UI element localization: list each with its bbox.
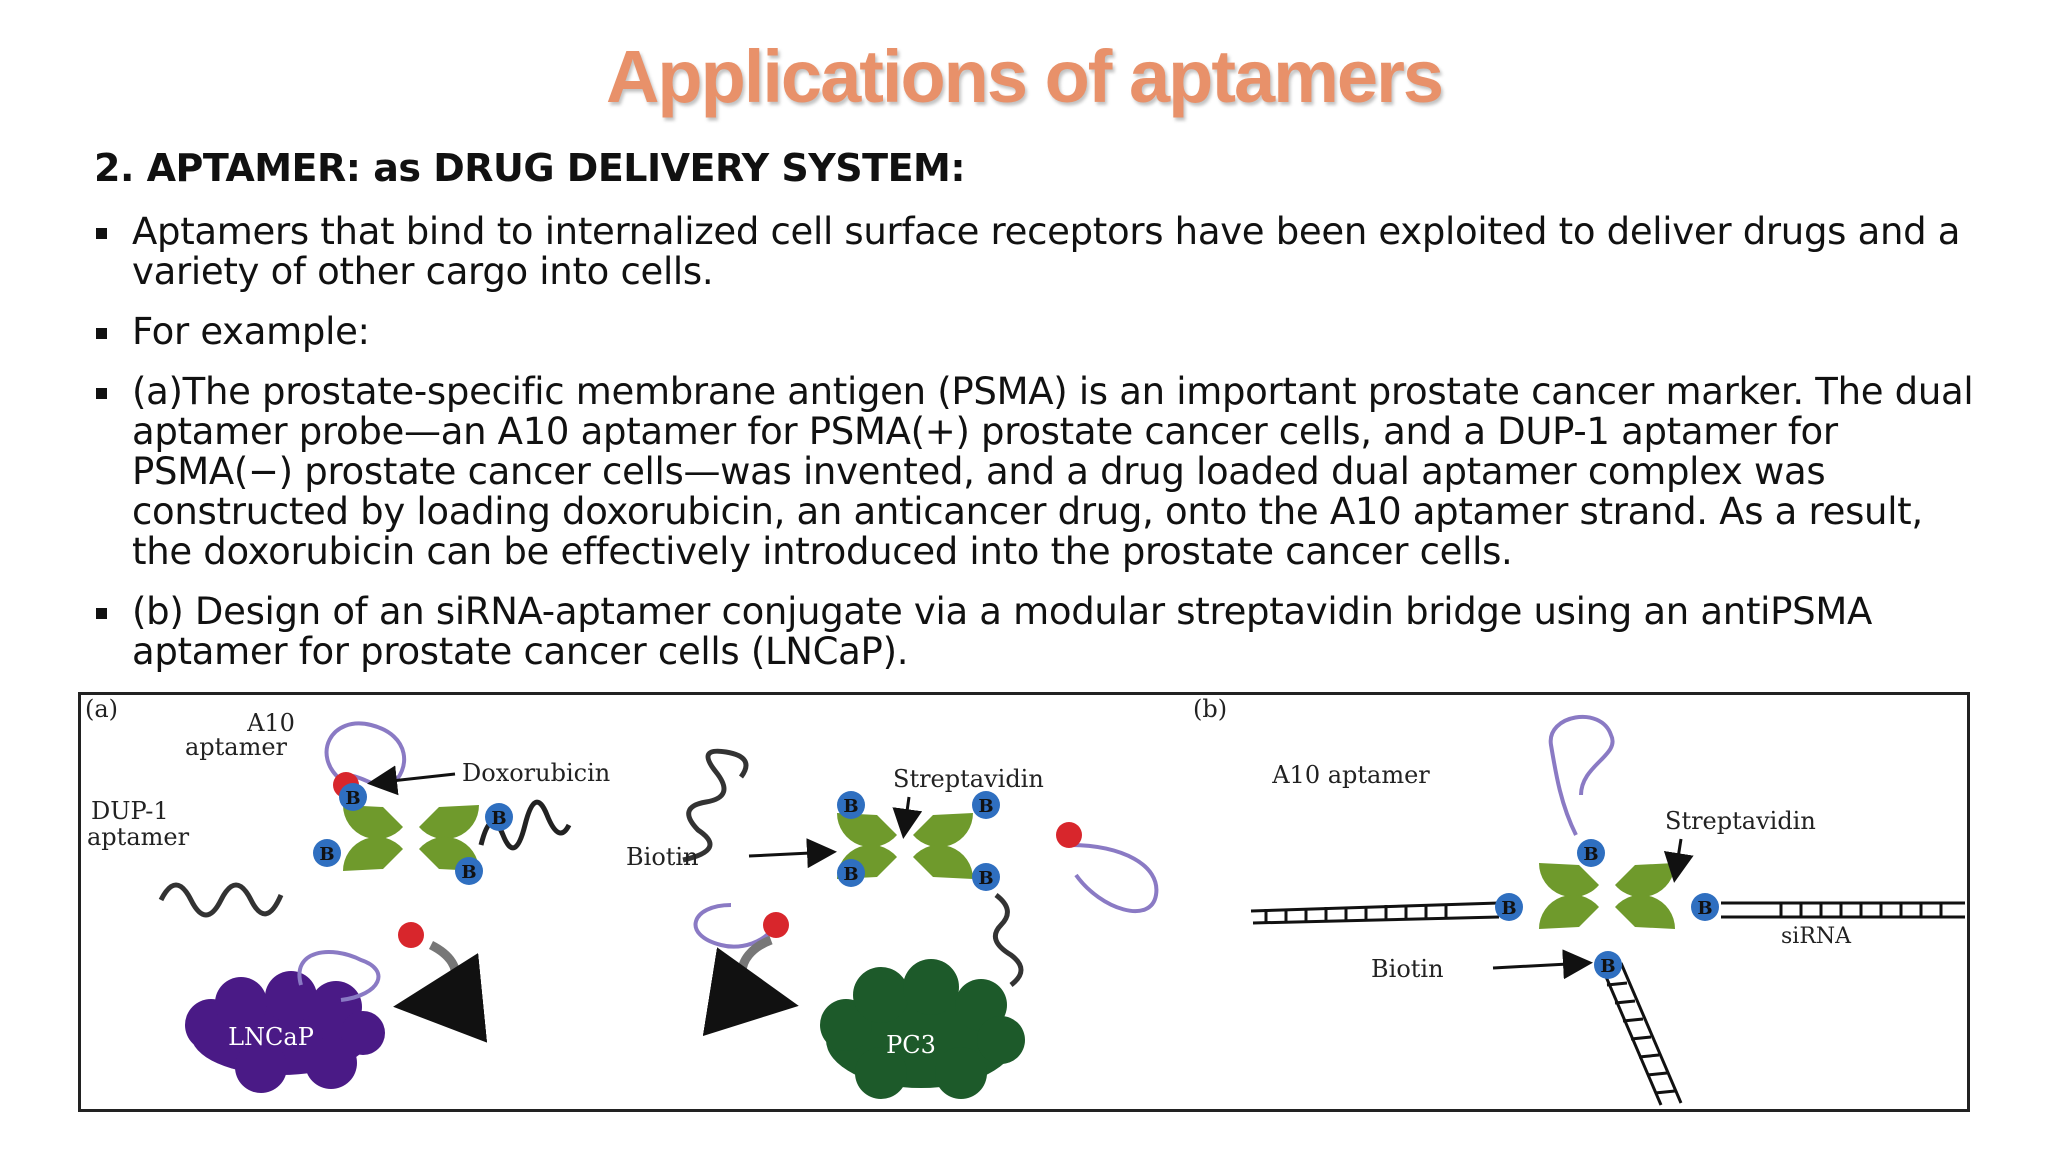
biotin-b-text: B <box>1697 898 1712 919</box>
sirna-ladder-right <box>1721 901 1965 919</box>
biotin-b-text: B <box>1600 956 1615 977</box>
streptavidin-label: Streptavidin <box>893 765 1044 793</box>
panel-b-label: (b) <box>1193 695 1227 723</box>
doxorubicin-label: Doxorubicin <box>462 759 610 787</box>
dup1-aptamer-strand <box>158 882 284 918</box>
drug-strand-2 <box>682 748 749 863</box>
uptake-arrow <box>702 935 799 1036</box>
sirna-ladder-bottom <box>1599 962 1683 1106</box>
biotin-b-text: B <box>1583 844 1598 865</box>
bound-aptamer-loop <box>297 950 381 1002</box>
dup1-aptamer-strand <box>992 893 1024 987</box>
biotin-arrow <box>1492 949 1593 980</box>
bullet-list: Aptamers that bind to internalized cell … <box>96 212 1976 692</box>
biotin-label: Biotin <box>626 843 699 871</box>
biotin-arrow <box>748 838 837 869</box>
pc3-cell <box>820 959 1025 1099</box>
biotin-b-text: B <box>978 868 993 889</box>
streptavidin-complex-a <box>342 805 480 871</box>
bullet-square-icon <box>96 388 107 399</box>
a10-aptamer-loop <box>1070 843 1159 913</box>
sirna-label: siRNA <box>1781 924 1852 949</box>
bullet-item: (b) Design of an siRNA-aptamer conjugate… <box>96 592 1976 672</box>
slide-title: Applications of aptamers <box>605 35 1444 118</box>
doxorubicin-arrow <box>367 765 456 796</box>
biotin-markers-c <box>1495 839 1719 979</box>
sirna-ladder-left <box>1250 901 1500 925</box>
a10-label-line1: A10 <box>246 709 295 737</box>
lncap-cell <box>185 971 385 1093</box>
biotin-label: Biotin <box>1371 955 1444 983</box>
biotin-b-text: B <box>1501 898 1516 919</box>
bullet-item: (a)The prostate-specific membrane antige… <box>96 372 1976 572</box>
bullet-text: (b) Design of an siRNA-aptamer conjugate… <box>132 590 1872 673</box>
biotin-b-text: B <box>345 788 360 809</box>
biotin-b-text: B <box>843 864 858 885</box>
doxorubicin-dot <box>398 922 424 948</box>
bullet-text: For example: <box>132 310 370 353</box>
uptake-arrow <box>393 940 488 1043</box>
dup1-label-line2: aptamer <box>87 823 190 851</box>
section-heading: 2. APTAMER: as DRUG DELIVERY SYSTEM: <box>94 146 966 190</box>
biotin-b-text: B <box>978 796 993 817</box>
streptavidin-arrow <box>1663 838 1694 883</box>
panel-a-label: (a) <box>85 695 118 723</box>
a10-aptamer-label: A10 aptamer <box>1271 761 1430 789</box>
bullet-square-icon <box>96 328 107 339</box>
lncap-label: LNCaP <box>228 1023 314 1051</box>
a10-label-line2: aptamer <box>185 733 288 761</box>
pc3-label: PC3 <box>886 1031 936 1059</box>
doxorubicin-dot <box>763 912 789 938</box>
biotin-markers-a <box>313 783 513 885</box>
doxorubicin-dot <box>1056 822 1082 848</box>
streptavidin-complex-c <box>1539 863 1676 929</box>
a10-aptamer-loop <box>1548 715 1615 836</box>
bullet-square-icon <box>96 608 107 619</box>
biotin-b-text: B <box>843 796 858 817</box>
bullet-text: Aptamers that bind to internalized cell … <box>132 210 1961 293</box>
aptamer-figure: (a) LNCaP B B B B A10 aptamer Doxorub <box>78 692 1970 1112</box>
streptavidin-label: Streptavidin <box>1665 807 1816 835</box>
bullet-text: (a)The prostate-specific membrane antige… <box>132 370 1974 573</box>
biotin-markers-b <box>837 791 1000 891</box>
biotin-b-text: B <box>461 862 476 883</box>
figure-diagram: (a) LNCaP B B B B A10 aptamer Doxorub <box>85 695 1965 1106</box>
bullet-item: For example: <box>96 312 1976 352</box>
dup1-label-line1: DUP-1 <box>91 797 169 825</box>
streptavidin-arrow <box>892 796 923 839</box>
bullet-square-icon <box>96 228 107 239</box>
bullet-item: Aptamers that bind to internalized cell … <box>96 212 1976 292</box>
biotin-b-text: B <box>491 808 506 829</box>
biotin-b-text: B <box>319 844 334 865</box>
